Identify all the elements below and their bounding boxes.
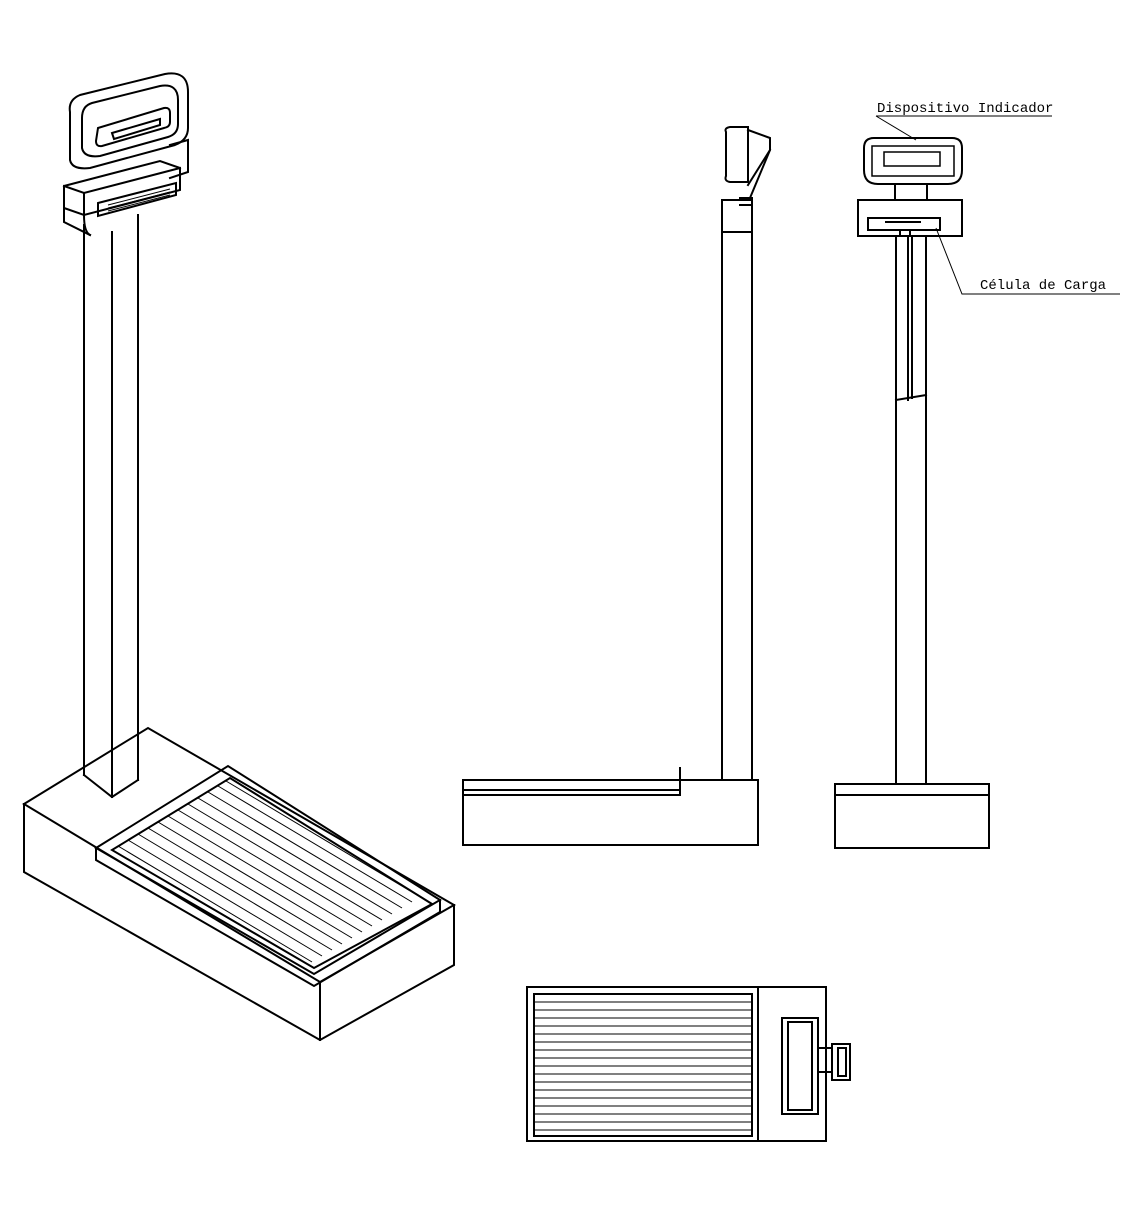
indicator-label: Dispositivo Indicador bbox=[877, 101, 1053, 117]
top-view bbox=[526, 986, 851, 1142]
isometric-view bbox=[22, 72, 457, 1042]
indicator-callout: Dispositivo Indicador bbox=[875, 101, 1053, 141]
front-base bbox=[834, 783, 990, 849]
iso-base bbox=[22, 726, 457, 1042]
side-view bbox=[462, 126, 772, 846]
iso-load-cell-box bbox=[62, 159, 182, 237]
side-column bbox=[721, 199, 753, 781]
iso-column bbox=[82, 214, 140, 799]
front-view bbox=[834, 137, 990, 849]
top-platform-grille bbox=[534, 1001, 752, 1131]
front-load-cell-box bbox=[857, 199, 963, 237]
front-display-head bbox=[863, 137, 963, 201]
iso-platform-grille bbox=[117, 780, 423, 963]
load-cell-callout: Célula de Carga bbox=[935, 227, 1120, 295]
front-column bbox=[894, 235, 928, 785]
side-display-head bbox=[724, 126, 772, 206]
side-base bbox=[462, 767, 759, 846]
iso-display-head bbox=[68, 72, 189, 180]
load-cell-label: Célula de Carga bbox=[980, 278, 1106, 294]
top-column-and-head bbox=[781, 1017, 851, 1115]
